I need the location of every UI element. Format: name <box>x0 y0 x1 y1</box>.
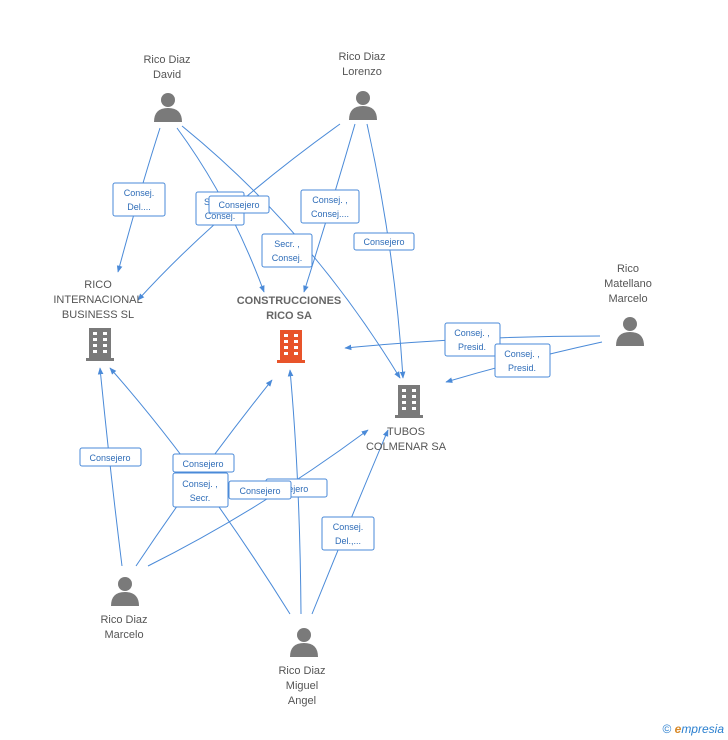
person-name-line: Marcelo <box>608 293 647 305</box>
edge-label-line: Consejero <box>89 453 130 463</box>
company-name-line: INTERNACIONAL <box>53 294 142 306</box>
person-node-david[interactable]: Rico Diaz David <box>143 54 191 122</box>
edge-label[interactable]: Consej. , Presid. <box>494 343 551 378</box>
edge-label-line: Consej. , <box>504 349 540 359</box>
edge-label-line: Del.... <box>127 202 151 212</box>
edge-label[interactable]: Consejero <box>353 232 415 251</box>
person-name-line: Rico Diaz <box>143 54 190 66</box>
edge-label-line: Consej. , <box>312 195 348 205</box>
company-name-line: RICO SA <box>266 310 312 322</box>
edge-label-line: Presid. <box>508 363 536 373</box>
company-name-line: COLMENAR SA <box>366 441 447 453</box>
building-icon <box>86 328 114 361</box>
brand-footer: © empresia <box>662 722 724 736</box>
edge-label-line: sejero <box>284 484 309 494</box>
person-node-matellano[interactable]: Rico Matellano Marcelo <box>604 263 652 346</box>
person-node-miguel[interactable]: Rico Diaz Miguel Angel <box>278 628 326 707</box>
edge-label[interactable]: Secr. , Consej. <box>261 233 313 268</box>
edge-label-line: Del.,... <box>335 536 361 546</box>
edge-label[interactable]: Consejero <box>208 195 270 214</box>
brand-logo-e: e <box>674 722 682 736</box>
edge-label-line: Consejero <box>218 200 259 210</box>
person-name-line: Rico Diaz <box>338 51 385 63</box>
edge-label-line: Consej. <box>124 188 155 198</box>
person-name-line: Matellano <box>604 278 652 290</box>
person-icon <box>290 628 318 657</box>
person-name-line: Lorenzo <box>342 66 382 78</box>
edge-label-line: Consej. <box>272 253 303 263</box>
company-node-rico-internacional[interactable]: RICO INTERNACIONAL BUSINESS SL <box>53 279 143 361</box>
person-name-line: Rico Diaz <box>278 665 325 677</box>
edge-label-line: Consejero <box>182 459 223 469</box>
company-name-line: RICO <box>84 279 112 291</box>
edge-label[interactable]: Consej. Del.,... <box>321 516 375 551</box>
edge-label-line: Consej. , <box>454 328 490 338</box>
brand-logo-text: mpresia <box>681 722 724 736</box>
person-icon <box>111 577 139 606</box>
person-name-line: Angel <box>288 695 316 707</box>
company-name-line: CONSTRUCCIONES <box>237 295 342 307</box>
company-name-line: TUBOS <box>387 426 425 438</box>
person-name-line: Marcelo <box>104 629 143 641</box>
company-name-line: BUSINESS SL <box>62 309 134 321</box>
edge-label[interactable]: Consej. , Secr. <box>172 472 229 508</box>
company-node-tubos[interactable]: TUBOS COLMENAR SA <box>366 385 447 453</box>
person-name-line: Rico <box>617 263 639 275</box>
building-icon <box>395 385 423 418</box>
edge-label[interactable]: Consej. Del.... <box>112 182 166 217</box>
building-icon-focus <box>277 330 305 363</box>
person-icon <box>616 317 644 346</box>
edge-label[interactable]: Consej. , Consej.... <box>300 189 360 224</box>
person-name-line: David <box>153 69 181 81</box>
copyright-symbol: © <box>662 722 672 736</box>
edge-line <box>97 367 123 567</box>
edge-label-line: Secr. , <box>274 239 300 249</box>
person-node-marcelo[interactable]: Rico Diaz Marcelo <box>100 577 148 641</box>
person-icon <box>154 93 182 122</box>
edge-label[interactable]: Consejero <box>79 447 142 467</box>
edge-label-line: Consej. <box>333 522 364 532</box>
edge-label-line: Consejero <box>363 237 404 247</box>
edge-label-line: Consej. <box>205 211 236 221</box>
person-name-line: Miguel <box>286 680 318 692</box>
edge-label-line: S <box>204 197 210 207</box>
person-node-lorenzo[interactable]: Rico Diaz Lorenzo <box>338 51 386 120</box>
edge-label-line: Consej.... <box>311 209 349 219</box>
edge-label-line: Presid. <box>458 342 486 352</box>
company-node-construcciones[interactable]: CONSTRUCCIONES RICO SA <box>237 295 342 363</box>
edge-label[interactable]: Consejero <box>228 480 292 500</box>
edge-line <box>147 429 369 567</box>
edge-label[interactable]: Consejero <box>172 453 235 473</box>
person-icon <box>349 91 377 120</box>
person-name-line: Rico Diaz <box>100 614 147 626</box>
edge-line <box>366 123 406 379</box>
edge-label-line: Consejero <box>239 486 280 496</box>
edge-label-line: Consej. , <box>182 479 218 489</box>
edge-label-line: Secr. <box>190 493 211 503</box>
edge-label[interactable]: Consej. , Presid. <box>444 322 501 357</box>
